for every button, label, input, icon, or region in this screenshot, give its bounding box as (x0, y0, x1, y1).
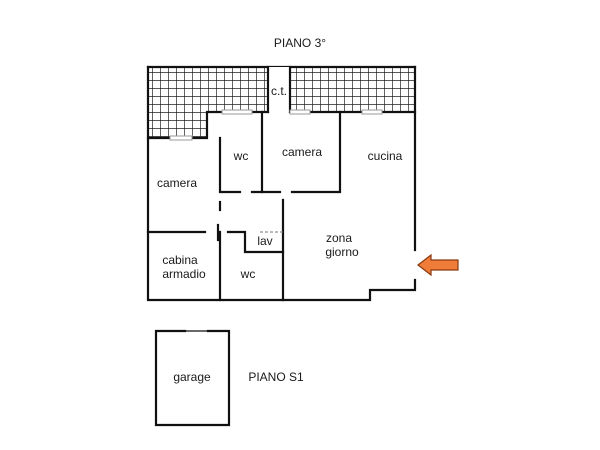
room-label-lav: lav (257, 234, 272, 248)
terrace (148, 67, 415, 138)
ct-closet (266, 65, 292, 114)
floor-label-piano-3: PIANO 3° (274, 36, 326, 50)
room-label-wc-upper: wc (233, 149, 249, 163)
room-label-cabina-line2: armadio (162, 267, 206, 281)
room-label-camera-center: camera (282, 145, 322, 159)
arrow-left-icon (417, 253, 459, 277)
windows (169, 109, 383, 141)
room-label-zona-line2: giorno (325, 245, 359, 259)
room-label-cucina: cucina (368, 149, 403, 163)
garage (154, 329, 231, 427)
room-label-ct: c.t. (271, 84, 287, 98)
room-label-camera-left: camera (157, 176, 197, 190)
room-label-zona-line1: zona (326, 231, 352, 245)
room-label-wc-lower: wc (240, 267, 256, 281)
floor-label-piano-s1: PIANO S1 (248, 370, 304, 384)
interior-walls (146, 110, 342, 302)
room-label-garage: garage (173, 370, 211, 384)
room-label-cabina-line1: cabina (162, 253, 198, 267)
